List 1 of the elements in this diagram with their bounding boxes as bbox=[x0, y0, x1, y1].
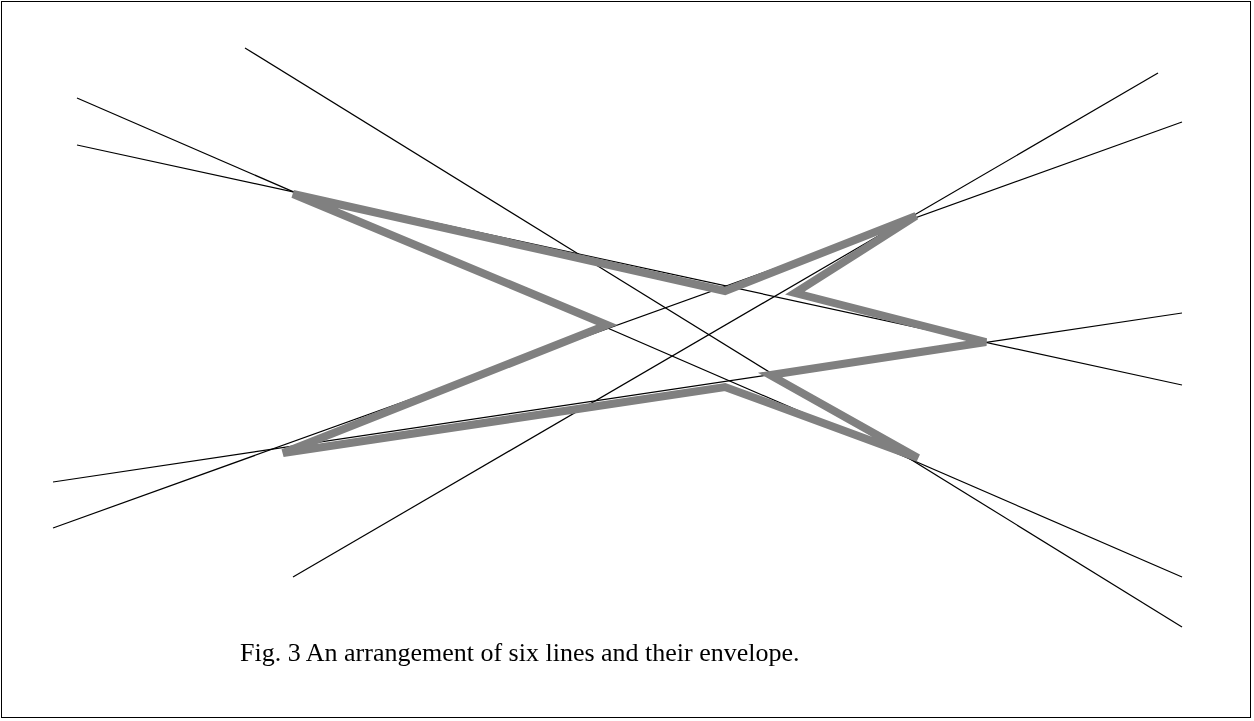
figure-caption: Fig. 3 An arrangement of six lines and their envelope. bbox=[240, 638, 800, 668]
